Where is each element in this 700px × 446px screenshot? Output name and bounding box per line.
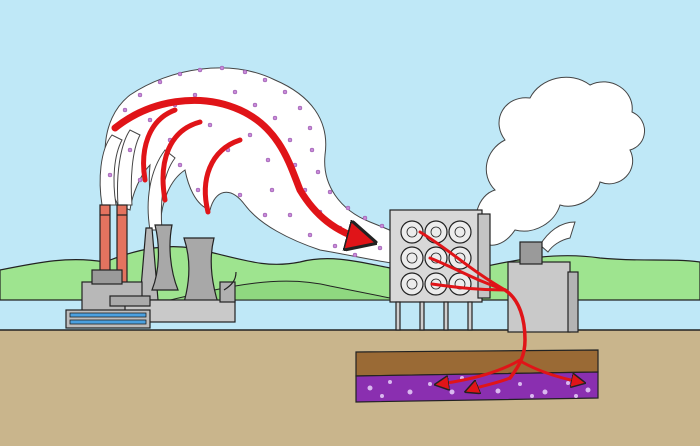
cooling-tower (151, 224, 179, 291)
storage-flow-arrows (418, 230, 580, 390)
power-plant-icon (65, 204, 237, 329)
processing-building-icon (507, 241, 579, 333)
co2-flow-arrows (111, 96, 365, 240)
direct-air-capture-icon (389, 209, 491, 331)
steam-cloud (475, 76, 645, 246)
